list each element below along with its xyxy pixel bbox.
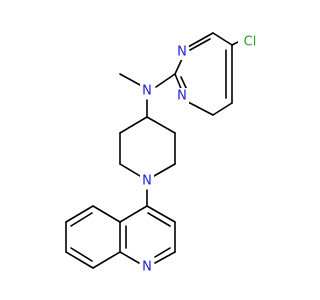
pyrimidine-n-bottom-atom: N — [175, 88, 189, 104]
bond — [146, 116, 176, 134]
bond — [187, 101, 214, 116]
pyrimidine-n-top-label: N — [177, 45, 187, 60]
quinoline-n-label: N — [142, 260, 152, 275]
atom-labels: Cl N N N N N — [140, 33, 262, 275]
pyrimidine-n-bottom-label: N — [177, 89, 187, 104]
piperidine-n-label: N — [142, 174, 152, 189]
bond — [180, 76, 188, 91]
bond — [154, 247, 171, 258]
pyrimidine-n-top-atom: N — [175, 44, 189, 60]
bond — [174, 58, 183, 75]
bond — [212, 32, 233, 46]
chlorine-atom: Cl — [238, 33, 262, 51]
bond — [147, 212, 171, 227]
bond — [146, 205, 176, 223]
piperidine-n-atom: N — [140, 173, 154, 189]
quinoline-n-atom: N — [140, 259, 154, 275]
bond — [212, 102, 233, 116]
bonds — [65, 32, 239, 269]
bond — [189, 38, 211, 51]
bond — [119, 163, 141, 177]
bond — [231, 41, 239, 46]
bond — [92, 205, 121, 223]
bond — [187, 32, 214, 48]
bond — [119, 73, 141, 86]
bond — [65, 251, 94, 269]
bond — [119, 116, 148, 134]
bond — [70, 247, 93, 262]
bond — [155, 73, 176, 88]
amine-n-label: N — [142, 84, 152, 99]
bond — [154, 251, 176, 264]
bond — [92, 251, 121, 269]
bond — [153, 163, 176, 177]
molecule-structure: Cl N N N N N — [65, 32, 262, 275]
bond — [119, 251, 140, 264]
bond — [70, 212, 93, 227]
amine-n-atom: N — [140, 83, 154, 99]
bond — [119, 205, 148, 223]
chlorine-label: Cl — [244, 35, 257, 50]
bond — [65, 205, 94, 223]
